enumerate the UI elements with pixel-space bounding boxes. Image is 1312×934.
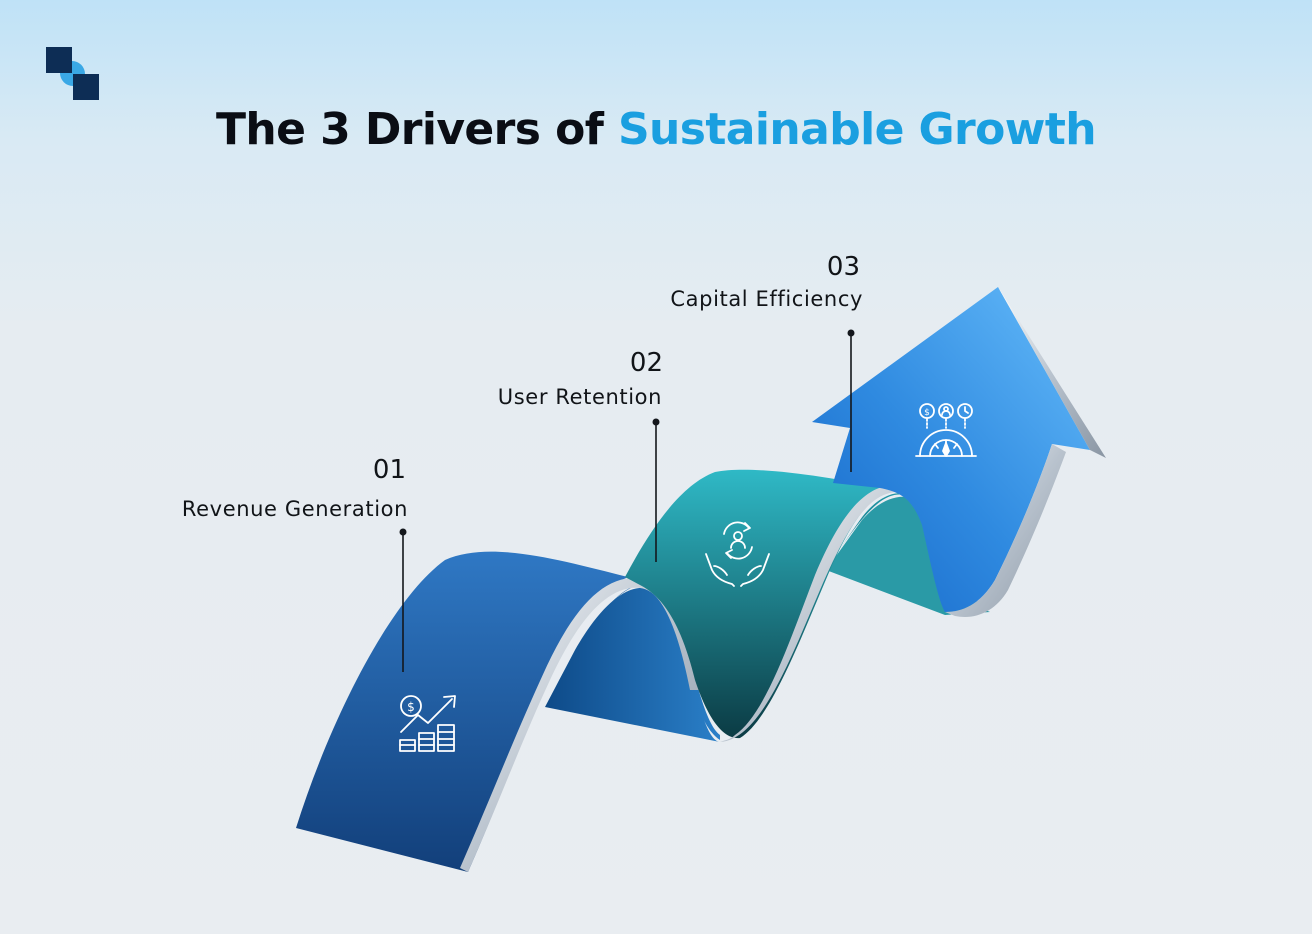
capital-efficiency-icon: $ (915, 403, 977, 457)
ribbon-segment-2 (625, 469, 895, 739)
svg-text:$: $ (407, 700, 415, 714)
driver-2-number: 02 (629, 348, 663, 378)
arrow-rim (998, 287, 1106, 458)
ribbon-rim-2 (720, 485, 955, 742)
arrow-shaft-rim (945, 444, 1066, 617)
page-title: The 3 Drivers of Sustainable Growth (0, 104, 1312, 155)
title-highlight: Sustainable Growth (617, 104, 1097, 155)
ribbon-segment-3-arrow (812, 287, 1090, 612)
title-prefix: The 3 Drivers of (216, 104, 604, 155)
driver-3-number: 03 (826, 252, 860, 282)
revenue-growth-icon: $ (399, 695, 456, 752)
brand-logo (46, 47, 99, 100)
driver-1-label: Revenue Generation (181, 497, 408, 521)
user-retention-icon (705, 521, 770, 587)
ribbon-segment-1 (296, 551, 628, 872)
driver-3-label: Capital Efficiency (670, 287, 863, 311)
driver-1-number: 01 (372, 455, 406, 485)
driver-2-label: User Retention (497, 385, 662, 409)
svg-text:$: $ (924, 408, 930, 418)
